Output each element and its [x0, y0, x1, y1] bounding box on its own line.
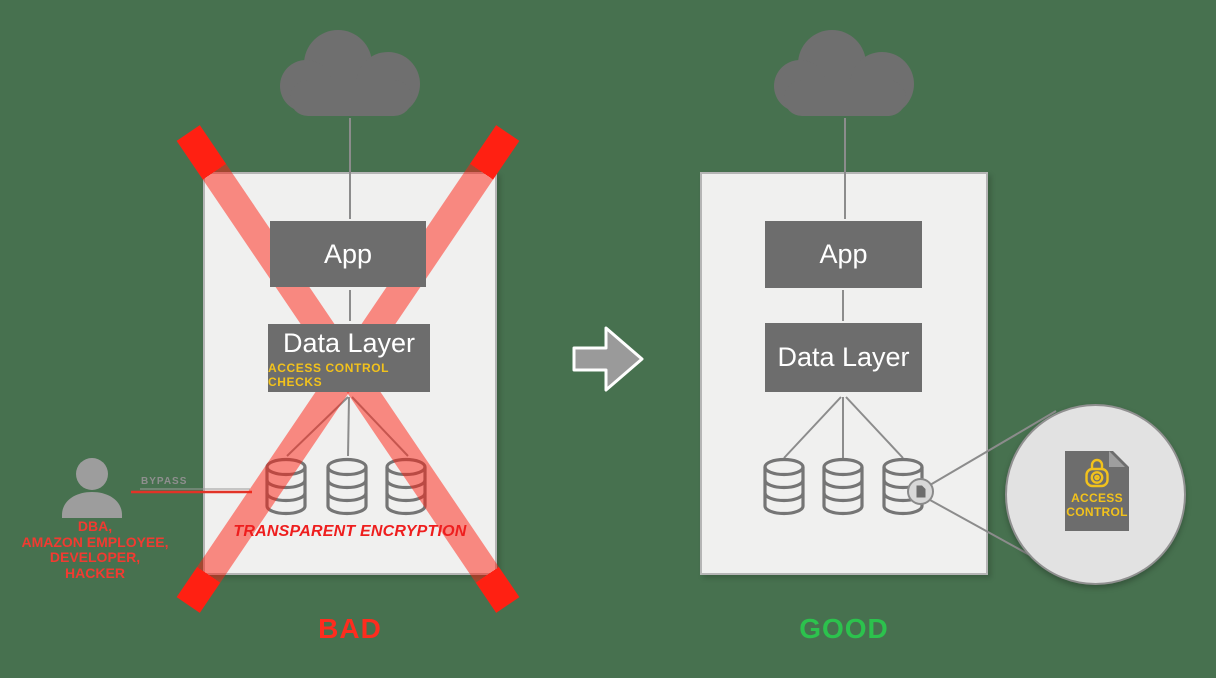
app-box-good: App	[765, 221, 922, 288]
transparent-encryption-label: TRANSPARENT ENCRYPTION	[233, 523, 467, 540]
cloud-icon	[774, 30, 914, 116]
database-document-badge	[907, 478, 934, 505]
app-label: App	[323, 238, 373, 269]
data-layer-box-bad: Data Layer ACCESS CONTROL CHECKS	[268, 324, 430, 392]
bad-caption: BAD	[318, 613, 382, 644]
person-icon	[62, 458, 122, 518]
app-box-bad: App	[270, 221, 426, 287]
data-layer-box-good: Data Layer	[765, 323, 922, 392]
bypass-label: BYPASS	[141, 476, 188, 487]
magnifier-circle: ACCESS CONTROL	[1005, 404, 1186, 585]
arrow-right-icon	[572, 326, 644, 392]
database-cylinder-icon	[822, 457, 864, 516]
access-control-checks-label: ACCESS CONTROL CHECKS	[268, 360, 389, 389]
good-caption: GOOD	[799, 613, 889, 644]
app-label: App	[819, 239, 868, 269]
database-cylinder-icon	[326, 457, 368, 516]
actors-label: DBA, AMAZON EMPLOYEE, DEVELOPER, HACKER	[21, 518, 169, 581]
padlock-icon	[1084, 456, 1110, 488]
access-control-label: ACCESS CONTROL	[1066, 491, 1128, 519]
document-icon	[916, 485, 925, 498]
data-layer-label: Data Layer	[282, 327, 416, 358]
database-cylinder-icon	[763, 457, 805, 516]
data-layer-label: Data Layer	[777, 342, 910, 372]
cloud-icon	[280, 30, 420, 116]
